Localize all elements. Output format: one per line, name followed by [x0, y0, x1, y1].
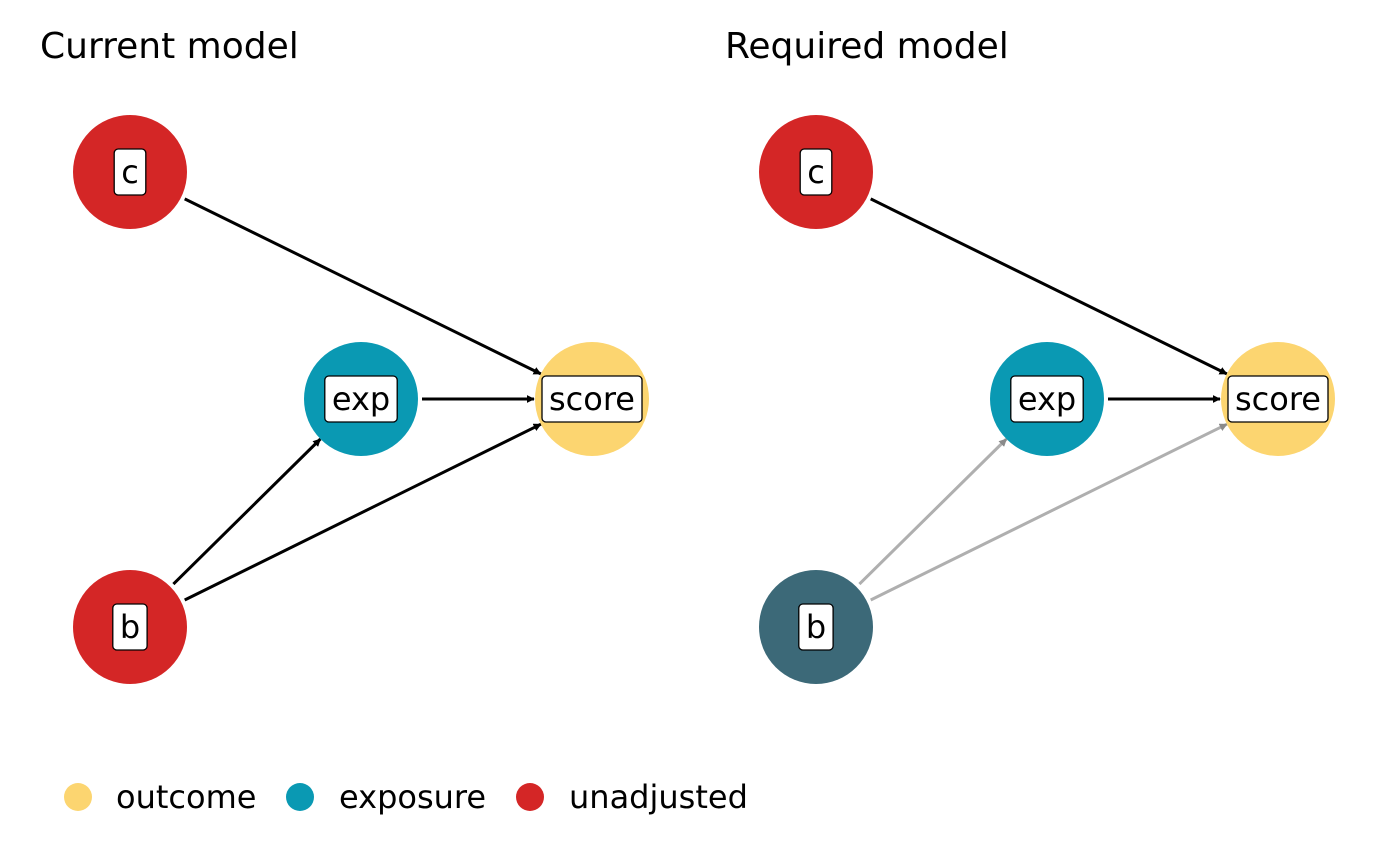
node-b: b [759, 570, 873, 684]
node-label-box-score [1227, 375, 1329, 423]
edge-b-to-score [870, 422, 1228, 602]
node-label-exp: exp [1018, 380, 1076, 418]
legend-swatch-exposure [286, 783, 314, 811]
panel-current: Current model c exp score b [40, 26, 649, 684]
node-label-c: c [121, 153, 139, 191]
node-label-b: b [806, 608, 826, 646]
legend-label-unadjusted: unadjusted [569, 778, 748, 816]
edges-current [172, 197, 542, 602]
node-label-box-b [112, 603, 148, 651]
node-score: score [1221, 342, 1335, 456]
node-label-box-c [799, 148, 833, 196]
edge-b-to-exp [858, 437, 1008, 586]
legend: outcome exposure unadjusted [64, 778, 748, 816]
node-label-exp: exp [332, 380, 390, 418]
node-label-c: c [807, 153, 825, 191]
nodes-required: c exp score b [759, 115, 1335, 684]
node-label-b: b [120, 608, 140, 646]
node-c: c [73, 115, 187, 229]
node-exp: exp [304, 342, 418, 456]
node-label-box-exp [1010, 375, 1084, 423]
node-c: c [759, 115, 873, 229]
legend-label-outcome: outcome [116, 778, 256, 816]
panel-required: Required model c exp score b [725, 26, 1335, 684]
node-label-box-score [541, 375, 643, 423]
node-b: b [73, 570, 187, 684]
edges-required [858, 197, 1228, 602]
node-label-box-c [113, 148, 147, 196]
edge-b-to-exp [172, 437, 322, 586]
node-score: score [535, 342, 649, 456]
panel-title-current: Current model [40, 26, 299, 67]
edge-b-to-score [184, 422, 542, 602]
legend-label-exposure: exposure [339, 778, 486, 816]
panel-title-required: Required model [725, 26, 1009, 67]
legend-swatch-outcome [64, 783, 92, 811]
edge-c-to-score [870, 197, 1228, 376]
node-label-score: score [1235, 380, 1321, 418]
node-exp: exp [990, 342, 1104, 456]
legend-swatch-unadjusted [516, 783, 544, 811]
node-label-box-b [798, 603, 834, 651]
node-label-box-exp [324, 375, 398, 423]
edge-c-to-score [184, 197, 542, 376]
node-label-score: score [549, 380, 635, 418]
nodes-current: c exp score b [73, 115, 649, 684]
